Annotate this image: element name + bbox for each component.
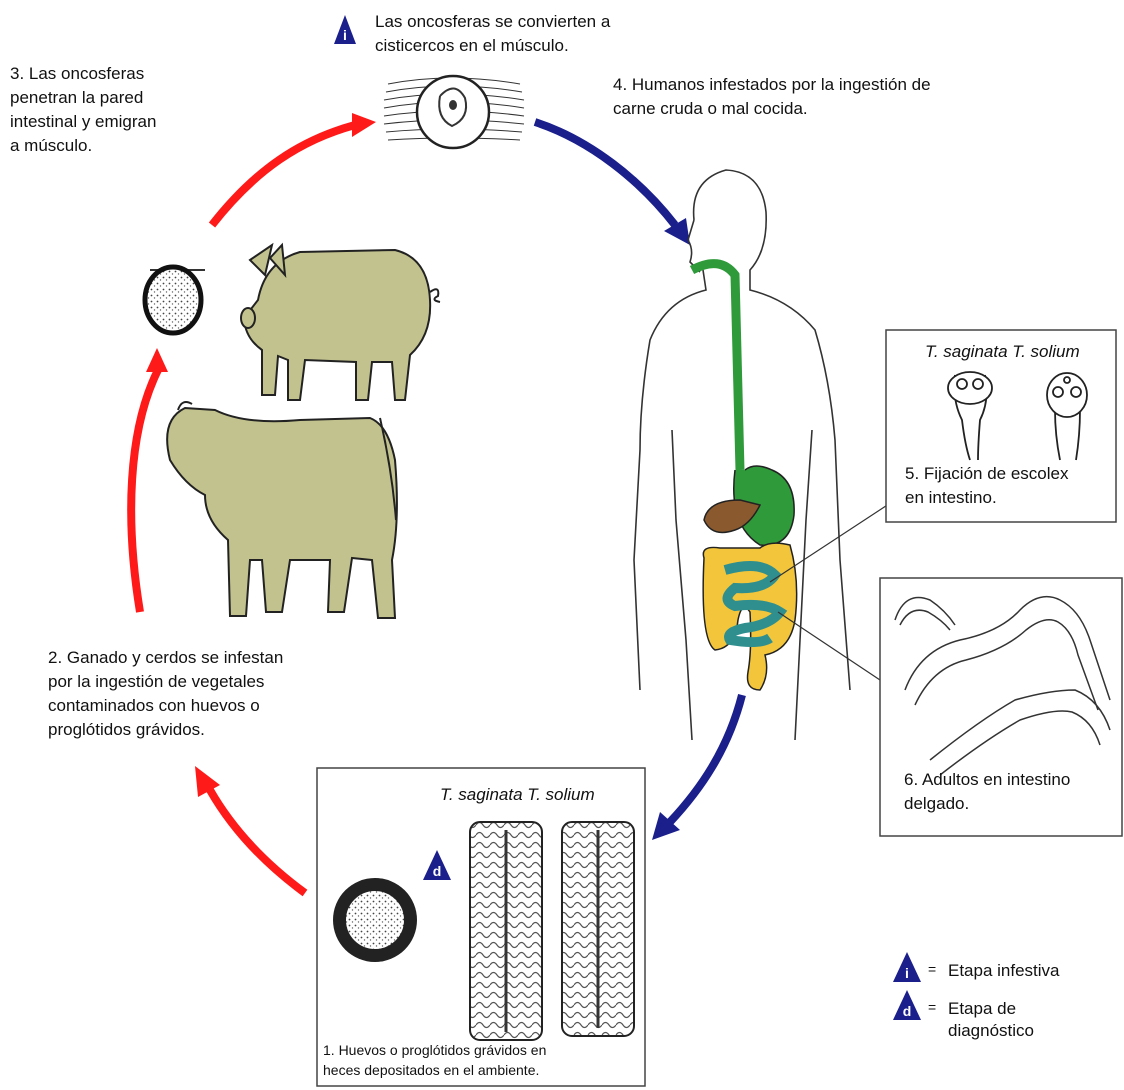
eggs-panel-title: T. saginata T. solium xyxy=(440,783,595,807)
red-arrow-cow-to-egg xyxy=(131,348,168,612)
scolex-panel-title: T. saginata T. solium xyxy=(925,340,1080,364)
label-cysticerci-in-muscle: Las oncosferas se convierten a cisticerc… xyxy=(375,10,610,58)
proglottid-saginata-illustration xyxy=(470,822,542,1040)
label-step-3: 3. Las oncosferas penetran la pared inte… xyxy=(10,62,156,158)
pig-illustration xyxy=(241,245,440,400)
digestive-tract xyxy=(692,264,797,690)
taenia-egg-illustration xyxy=(333,878,417,962)
red-arrow-egg-to-muscle xyxy=(212,113,376,225)
svg-text:d: d xyxy=(903,1003,912,1019)
cysticercus-in-muscle-illustration xyxy=(384,76,524,148)
legend-infective-label: Etapa infestiva xyxy=(948,960,1060,982)
blue-arrow-human-to-feces xyxy=(652,695,742,840)
oncosphere-egg-illustration xyxy=(145,267,205,333)
svg-text:i: i xyxy=(905,965,909,981)
label-step-1: 1. Huevos o proglótidos grávidos en hece… xyxy=(323,1040,546,1080)
leader-line-adults xyxy=(778,612,880,680)
blue-arrow-muscle-to-human xyxy=(535,122,690,245)
label-step-6: 6. Adultos en intestino delgado. xyxy=(904,768,1070,816)
legend-eq-infective: = xyxy=(928,958,936,980)
label-step-4: 4. Humanos infestados por la ingestión d… xyxy=(613,73,931,121)
legend-diagnostic-icon: d xyxy=(893,990,921,1020)
red-arrow-feces-to-animals xyxy=(195,766,305,893)
label-step-5: 5. Fijación de escolex en intestino. xyxy=(905,462,1068,510)
legend-diagnostic-label: Etapa de diagnóstico xyxy=(948,998,1034,1042)
svg-text:d: d xyxy=(433,863,442,879)
svg-text:i: i xyxy=(343,27,347,43)
proglottid-solium-illustration xyxy=(562,822,634,1036)
label-step-2: 2. Ganado y cerdos se infestan por la in… xyxy=(48,646,283,742)
infective-stage-icon-top: i xyxy=(334,15,356,44)
cow-illustration xyxy=(167,402,397,618)
legend-infective-icon: i xyxy=(893,952,921,982)
legend-eq-diagnostic: = xyxy=(928,996,936,1018)
